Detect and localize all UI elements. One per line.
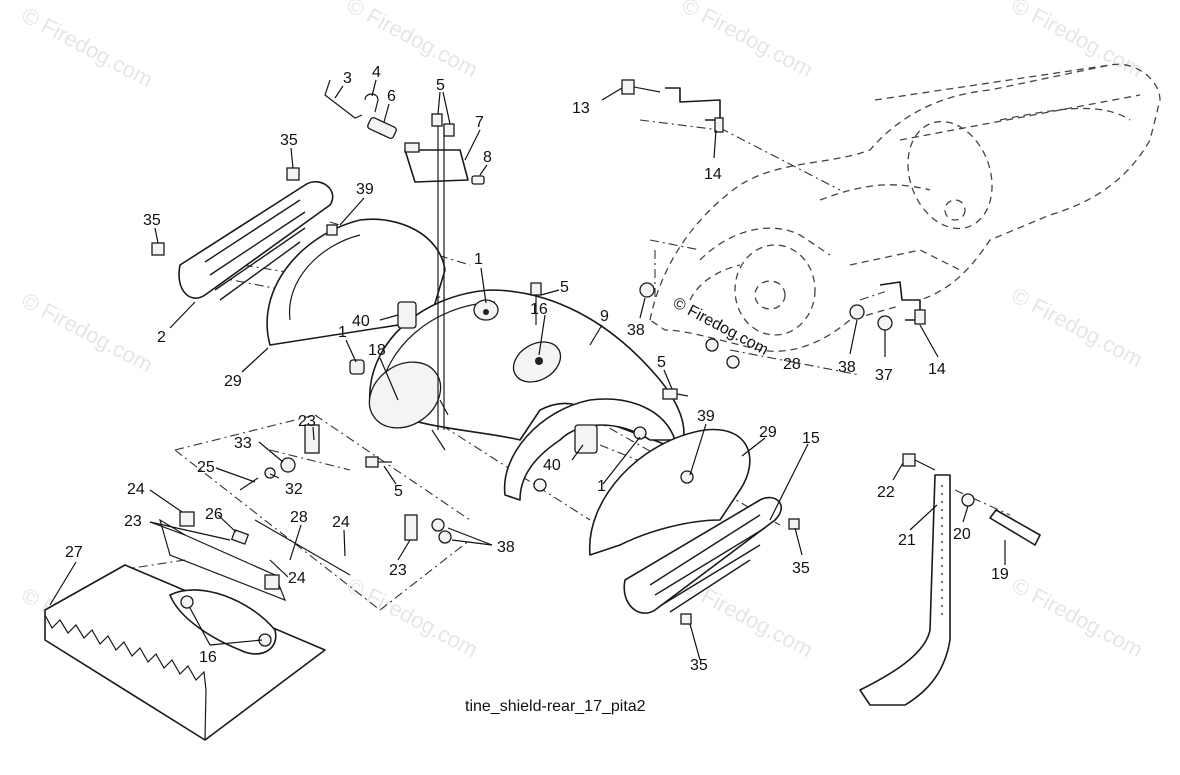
label-16: 16 [530,301,548,318]
label-37: 37 [875,367,893,384]
label-18: 18 [368,342,386,359]
label-39: 39 [697,408,715,425]
part-15-right-plate [623,496,782,614]
watermark: © Firedog.com [343,0,482,82]
label-2: 2 [157,329,166,346]
label-26: 26 [205,506,223,523]
top-linkage [324,79,485,451]
brackets-13-14 [621,79,926,325]
label-40: 40 [543,457,561,474]
label-27: 27 [65,544,83,561]
label-5: 5 [560,279,569,296]
label-38: 38 [497,539,515,556]
watermark: © Firedog.com [18,2,157,92]
label-16: 16 [199,649,217,666]
label-9: 9 [600,308,609,325]
watermark: © Firedog.com [678,0,817,82]
label-1: 1 [597,478,606,495]
label-38: 38 [627,322,645,339]
watermark: © Firedog.com [1008,572,1147,662]
label-14: 14 [704,166,722,183]
label-33: 33 [234,435,252,452]
label-6: 6 [387,88,396,105]
label-1: 1 [474,251,483,268]
label-5: 5 [657,354,666,371]
label-15: 15 [802,430,820,447]
label-13: 13 [572,100,590,117]
label-20: 20 [953,526,971,543]
label-23: 23 [298,413,316,430]
part-labels: 3 4 6 5 7 8 35 39 35 2 29 40 1 18 1 5 16… [65,64,1009,674]
watermark: © Firedog.com [678,572,817,662]
label-38: 38 [838,359,856,376]
label-24: 24 [288,570,306,587]
label-1: 1 [338,324,347,341]
center-watermark: © Firedog.com [670,295,771,359]
label-32: 32 [285,481,303,498]
leader-lines [49,79,1006,661]
label-22: 22 [877,484,895,501]
label-28: 28 [783,356,801,373]
watermark: © Firedog.com [1008,282,1147,372]
label-35: 35 [792,560,810,577]
bolts [151,167,800,625]
depth-stake [859,453,1041,706]
label-8: 8 [483,149,492,166]
watermark: © Firedog.com [18,287,157,377]
label-40: 40 [352,313,370,330]
label-24: 24 [127,481,145,498]
label-29: 29 [224,373,242,390]
label-25: 25 [197,459,215,476]
label-35: 35 [143,212,161,229]
label-7: 7 [475,114,484,131]
label-21: 21 [898,532,916,549]
label-39: 39 [356,181,374,198]
diagram-caption: tine_shield-rear_17_pita2 [465,698,646,715]
label-35: 35 [690,657,708,674]
part-29-right [503,398,751,556]
label-23: 23 [124,513,142,530]
label-4: 4 [372,64,381,81]
label-14: 14 [928,361,946,378]
label-19: 19 [991,566,1009,583]
part-2-left-plate [178,181,334,301]
label-5: 5 [394,483,403,500]
label-23: 23 [389,562,407,579]
label-24: 24 [332,514,350,531]
transmission-housing [649,63,1161,352]
label-35: 35 [280,132,298,149]
label-5: 5 [436,77,445,94]
watermark: © Firedog.com [343,572,482,662]
label-28: 28 [290,509,308,526]
label-29: 29 [759,424,777,441]
label-3: 3 [343,70,352,87]
nuts [264,282,893,544]
